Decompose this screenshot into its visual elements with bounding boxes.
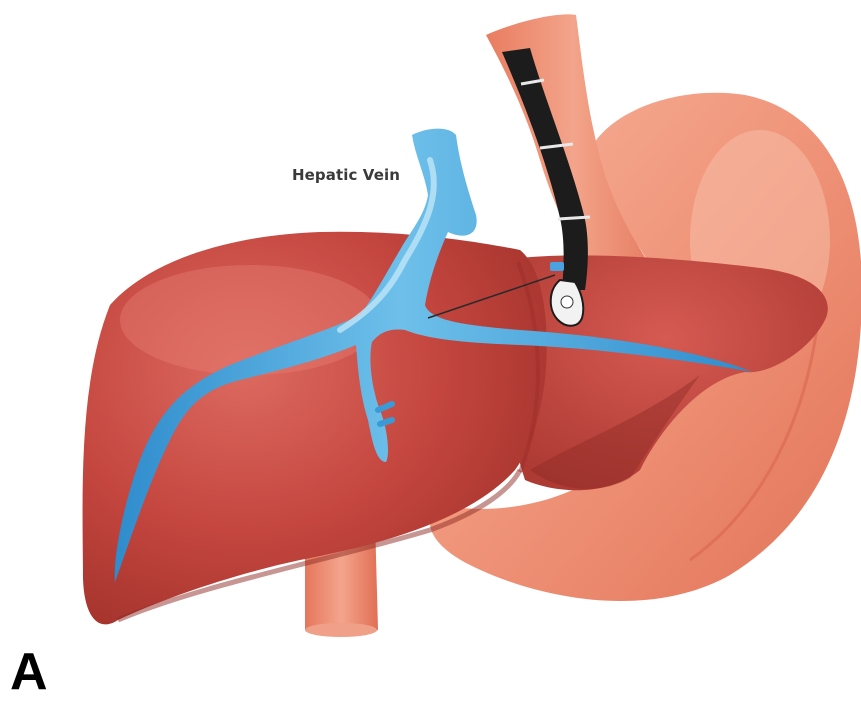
endoscope-lens bbox=[561, 296, 573, 308]
endoscope-needle-port-icon bbox=[550, 262, 564, 271]
hepatic-vein-label: Hepatic Vein bbox=[292, 166, 400, 184]
aorta-end bbox=[305, 623, 377, 637]
panel-letter: A bbox=[10, 646, 48, 698]
